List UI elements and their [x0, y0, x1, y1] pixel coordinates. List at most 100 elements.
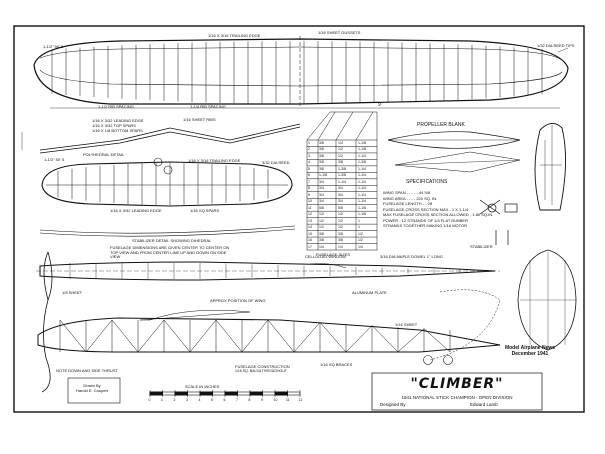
- fuselage-sheet-label: 1/8 SHEET: [62, 290, 83, 295]
- table-cell: 3/8: [338, 160, 343, 165]
- table-cell: 16: [308, 238, 312, 243]
- polyhedral-detail: [21, 123, 301, 154]
- table-cell: 7: [308, 179, 310, 184]
- scale-tick-label: 10: [273, 398, 278, 402]
- scale-tick-label: 7: [236, 398, 238, 402]
- stab-trailing-edge-label: 1/16 x 3/16 TRAILING EDGE: [188, 158, 241, 163]
- table-cell: 3/8: [319, 141, 324, 145]
- wing-bottom-spars-label: 1/16 x 1/8 BOTTOM SPARS: [92, 128, 143, 133]
- wing-reed-tips-label: 1/32 DIA REED TIPS: [537, 43, 575, 48]
- scale-bar-segment: [174, 391, 188, 396]
- scale-bar-segment: [249, 391, 263, 396]
- table-cell: 1: [358, 218, 360, 223]
- table-cell: 3/4: [319, 192, 324, 197]
- table-cell: 15: [308, 231, 312, 236]
- fuselage-top-view: [36, 261, 500, 281]
- table-cell: 1/2: [338, 225, 343, 230]
- table-cell: 1-1/8: [358, 141, 366, 145]
- scale-tick-label: 3: [186, 398, 188, 402]
- stab-dihedral-label: STABILIZER DETAIL SHOWING DIHEDRAL: [132, 238, 212, 243]
- propeller-blank: [387, 131, 521, 173]
- stab-reed-label: 3/32 DIA REED: [262, 160, 290, 165]
- plan-subtitle: 1941 NATIONAL STICK CHAMPION - OPEN DIVI…: [401, 395, 513, 400]
- table-cell: 1-1/8: [358, 205, 366, 210]
- wing-trailing-edge-label: 1/16 x 3/16 TRAILING EDGE: [208, 33, 261, 38]
- designed-by-label: Designed By: [380, 402, 406, 407]
- fuselage-sizes-title: FUSELAGE SIZES: [316, 252, 351, 257]
- title-block-frame: [371, 372, 543, 411]
- table-cell: 3/8: [319, 160, 324, 165]
- specifications-title: SPECIFICATIONS: [406, 179, 448, 185]
- fuselage-sizes-table: [306, 111, 378, 251]
- scale-bar: [149, 390, 301, 397]
- table-cell: 1-1/4: [358, 173, 366, 178]
- table-cell: 17: [308, 244, 312, 249]
- table-cell: 1/2: [358, 238, 363, 243]
- table-cell: 3/8: [319, 166, 324, 171]
- fuselage-side-view: [37, 309, 501, 353]
- table-cell: 3/4: [319, 199, 324, 204]
- specification-line: WING AREA - - - - 220 SQ. IN.: [383, 195, 438, 201]
- table-cell: 3/4: [319, 179, 324, 184]
- scale-label: SCALE IN INCHES: [185, 384, 220, 389]
- table-cell: 2: [308, 147, 310, 152]
- fuselage-dimensions-note: FUSELAGE DIMENSIONS ARE GIVEN CENTER TO …: [110, 245, 230, 260]
- scale-tick-label: 4: [198, 398, 201, 402]
- scale-tick-label: 11: [286, 398, 290, 402]
- section-mark-d: [443, 355, 453, 365]
- table-cell: 1: [358, 225, 360, 230]
- table-cell: 1/2: [338, 212, 343, 217]
- tail-sheet-label: 1/16 SHEET: [395, 322, 418, 327]
- wing-span-label: 9': [378, 102, 382, 108]
- table-cell: 3/8: [338, 231, 343, 236]
- table-cell: 1-1/8: [358, 212, 366, 217]
- table-cell: 1/4: [358, 244, 363, 249]
- wing-leading-edge-label: 1/16 x 3/32 LEADING EDGE: [92, 118, 144, 123]
- table-cell: 1-1/4: [358, 153, 366, 158]
- table-cell: 3/4: [338, 199, 343, 204]
- table-cell: 1-1/4: [358, 179, 366, 184]
- table-cell: 1-1/4: [358, 192, 366, 197]
- designer-name: Edward Lamb: [470, 402, 498, 407]
- table-cell: 11: [308, 205, 312, 210]
- wing-planform: [33, 36, 569, 109]
- scale-tick-label: 8: [248, 398, 251, 402]
- drawn-by-label: Drawn By: [83, 383, 101, 388]
- stab-spars-label: 1/16 SQ SPARS: [190, 208, 220, 213]
- specification-line: POWER - 12 STRANDS OF 1/4 FLAT RUBBER: [383, 217, 468, 223]
- stab-dim-label: 1-1/2" 50' 5: [44, 157, 65, 162]
- table-cell: 8: [308, 186, 310, 191]
- specification-line: FUSELAGE CROSS SECTION MAX - 1 X 1-1/4: [383, 206, 469, 212]
- celluloid-window-label: CELLULOID WINDOW: [305, 254, 346, 259]
- table-cell: 3/4: [319, 186, 324, 191]
- wing-top-spars-label: 1/16 x 3/32 TOP SPARS: [92, 123, 136, 128]
- specification-line: FUSELAGE LENGTH - - 28: [383, 201, 433, 206]
- table-cell: 3: [308, 153, 310, 158]
- fuselage-construction-label: FUSELAGE CONSTRUCTION: [235, 364, 290, 369]
- table-cell: 1/2: [338, 218, 343, 223]
- scale-tick-label: 2: [173, 398, 176, 402]
- stab-leading-edge-label: 1/16 x 3/32 LEADING EDGE: [110, 208, 162, 213]
- table-cell: 5: [308, 166, 310, 171]
- wing-rib-spacing-center: 1-1/4 RIB SPACING: [190, 104, 226, 109]
- wing-rib-spacing-left: 1-1/2 RIB SPACING: [98, 104, 134, 109]
- wing-section-outline: [139, 309, 251, 321]
- publisher-name: Model Airplane News: [504, 345, 556, 351]
- table-cell: 1/2: [319, 218, 324, 223]
- table-cell: 3/8: [319, 231, 324, 236]
- table-cell: 13: [308, 218, 312, 223]
- table-cell: 10: [308, 199, 312, 204]
- sheet-border: [13, 25, 585, 413]
- table-cell: 14: [308, 225, 312, 230]
- approx-wing-position-label: APPROX POSITION OF WING: [210, 298, 266, 303]
- section-mark-b: [163, 165, 173, 175]
- wing-ribs: [51, 41, 543, 104]
- stabilizer-label: STABILIZER: [470, 244, 493, 249]
- table-cell: 1/2: [319, 212, 324, 217]
- plan-title: "CLIMBER": [410, 376, 504, 392]
- table-cell: 3/8: [338, 238, 343, 243]
- table-cell: 1-1/4: [338, 179, 346, 184]
- wing-sheet-gussets-label: 1/16 SHEET GUSSETS: [318, 30, 361, 35]
- table-cell: 1-1/4: [358, 186, 366, 191]
